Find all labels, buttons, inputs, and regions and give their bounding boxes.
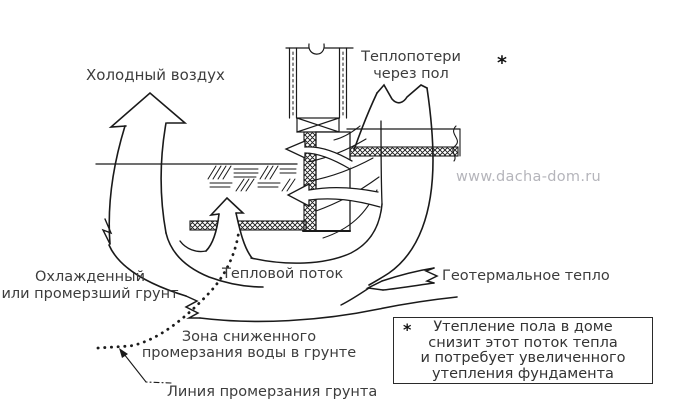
asterisk-marker: *: [497, 52, 507, 74]
ribbon-torn-end-icon: [184, 295, 201, 319]
footnote-line1: Утепление пола в доме: [433, 319, 613, 335]
cooled-ground-line1: Охлажденный: [35, 269, 145, 285]
frost-line-leader-arrow: [119, 348, 172, 384]
footnote-line3: и потребует увеличенного: [420, 350, 626, 366]
house-floor: [346, 125, 461, 162]
frost-dotted-line: [96, 227, 241, 350]
banner-zigzag-icon: [424, 267, 439, 284]
geothermal-band: [199, 267, 458, 323]
cold-air-arrow: [101, 91, 188, 245]
geothermal-label: Геотермальное тепло: [442, 268, 610, 284]
heat-loss-ribbon-arrow: [250, 83, 434, 286]
foundation-heat-arrows: [284, 125, 381, 239]
heat-loss-label: Теплопотери через пол: [350, 49, 472, 82]
basement-slab: [189, 220, 307, 231]
footnote-line4: утепления фундамента: [432, 365, 614, 382]
freeze-zone-line2: промерзания воды в грунте: [141, 345, 357, 361]
heat-loss-line1: Теплопотери: [361, 49, 461, 65]
ribbon-jagged-top-icon: [376, 83, 428, 104]
cooled-ground-line2: или промерзший грунт: [1, 285, 179, 302]
sill-plate-icon: [296, 117, 340, 133]
soil-hatch: [207, 165, 297, 192]
heat-loss-line2: через пол: [373, 65, 449, 82]
heat-flow-up-arrow: [179, 196, 253, 259]
ribbon-notch-icon: [101, 218, 113, 245]
outline-arrow-upper-icon: [284, 140, 353, 170]
cold-air-label: Холодный воздух: [86, 66, 225, 84]
cooled-ground-label: Охлажденный или промерзший грунт: [0, 269, 180, 302]
floor-break-icon: [452, 125, 458, 162]
footnote-asterisk: *: [403, 320, 412, 339]
heat-flow-label: Тепловой поток: [222, 266, 344, 282]
cooled-soil-band: [108, 232, 264, 319]
freeze-zone-line1: Зона сниженного: [181, 329, 317, 345]
freeze-zone-label: Зона сниженного промерзания воды в грунт…: [140, 329, 358, 361]
house-wall: [285, 43, 354, 133]
outline-arrow-lower-icon: [286, 182, 381, 208]
frost-line-label: Линия промерзания грунта: [167, 384, 378, 400]
footnote-line2: снизит этот поток тепла: [428, 334, 618, 351]
wall-break-icon: [308, 43, 325, 55]
footnote-box: * Утепление пола в доме снизит этот пото…: [393, 317, 653, 384]
watermark-text: www.dacha-dom.ru: [456, 169, 601, 185]
